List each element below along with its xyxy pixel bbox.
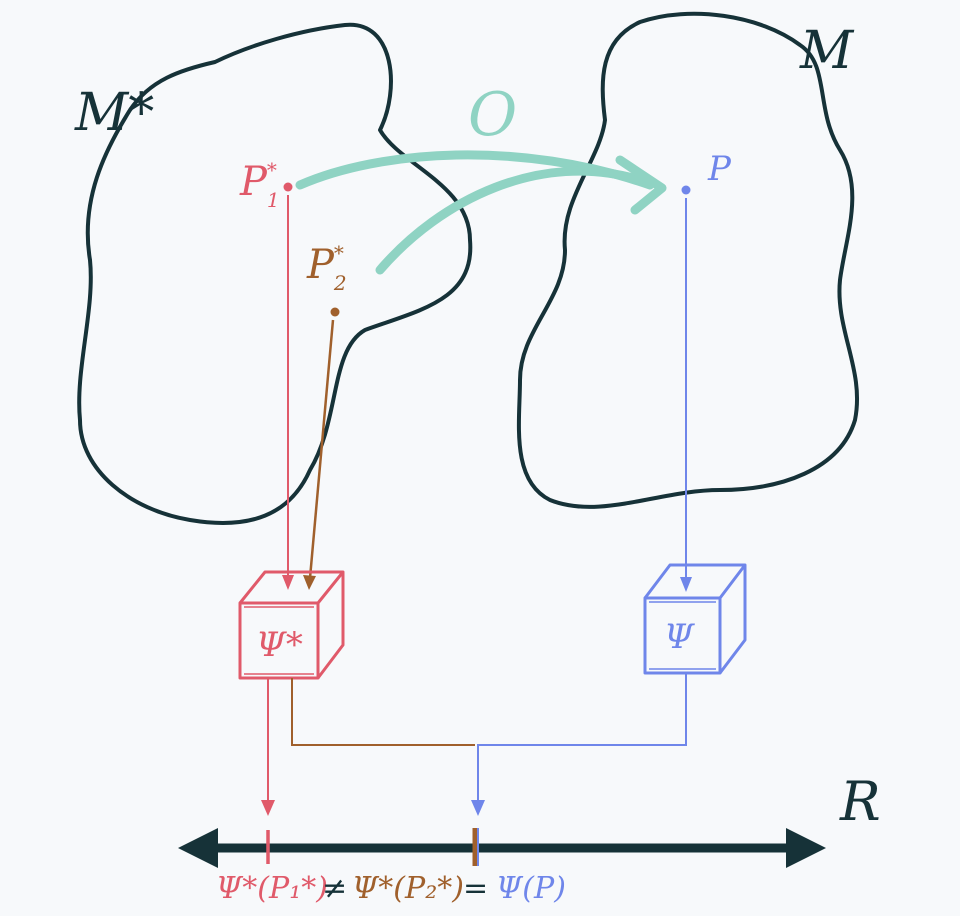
psi-star-cube (238, 570, 345, 680)
p1-star-arrowhead (282, 575, 294, 590)
equation-eq: = (463, 871, 488, 906)
real-line-right-arrowhead (786, 828, 826, 868)
psi-cube (643, 563, 747, 675)
manifold-outline (516, 11, 860, 509)
reals-label: R (839, 770, 881, 833)
real-line-left-arrowhead (178, 828, 218, 868)
point-p1-star (283, 182, 293, 192)
blue-output-arrowhead (471, 800, 485, 816)
equation-mid: Ψ*(P₂*) (352, 871, 464, 906)
psi-blue-output-line (477, 673, 687, 805)
p2-star-arrowhead (303, 575, 316, 590)
red-output-arrowhead (261, 800, 275, 816)
equation-lhs: Ψ*(P₁*) (216, 871, 328, 906)
manifold-star-label: M* (74, 83, 154, 143)
equation-rhs: Ψ(P) (496, 871, 566, 906)
p-arrowhead (680, 577, 692, 592)
psi-label: Ψ (664, 617, 695, 657)
psi-star-brown-output-line (291, 678, 475, 746)
map-arrow-secondary (375, 166, 645, 275)
p2-star-label: P*2 (306, 241, 347, 295)
manifold-label: M (799, 21, 855, 81)
psi-star-label: Ψ* (256, 625, 303, 665)
p-label: P (707, 149, 732, 189)
map-arrowhead (615, 155, 667, 215)
point-p2-star (330, 307, 340, 317)
manifold-star-outline (77, 22, 473, 525)
p1-star-label: P*1 (239, 158, 280, 212)
equation-neq: ≠ (322, 871, 347, 906)
map-label: O (468, 80, 517, 150)
point-p (681, 185, 691, 195)
p2-star-to-psi-star-line (308, 319, 335, 579)
